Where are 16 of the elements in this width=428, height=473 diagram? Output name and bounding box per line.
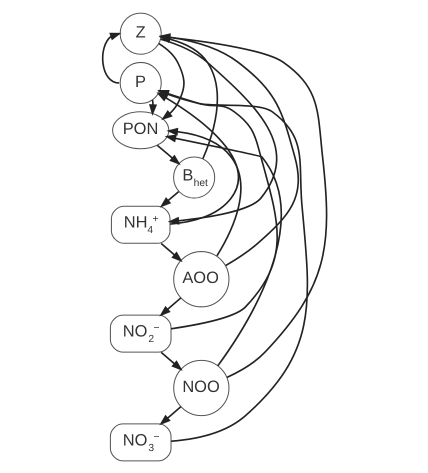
arrow [158,296,181,316]
arrow [101,32,121,84]
arrow [160,351,182,370]
arrow [166,127,242,256]
node-circle: B$_{het}$ [172,156,215,198]
arrow [159,190,179,208]
node-circle: AOO [172,250,229,307]
arrow [160,242,182,262]
node-ellipse: PON [112,110,169,149]
arrow [160,38,277,224]
arrow [158,406,181,425]
node-circle: NOO [172,359,229,416]
arrow [148,99,157,116]
arrow [164,134,282,366]
arrow [156,144,180,165]
node-circle: Z [119,12,162,54]
